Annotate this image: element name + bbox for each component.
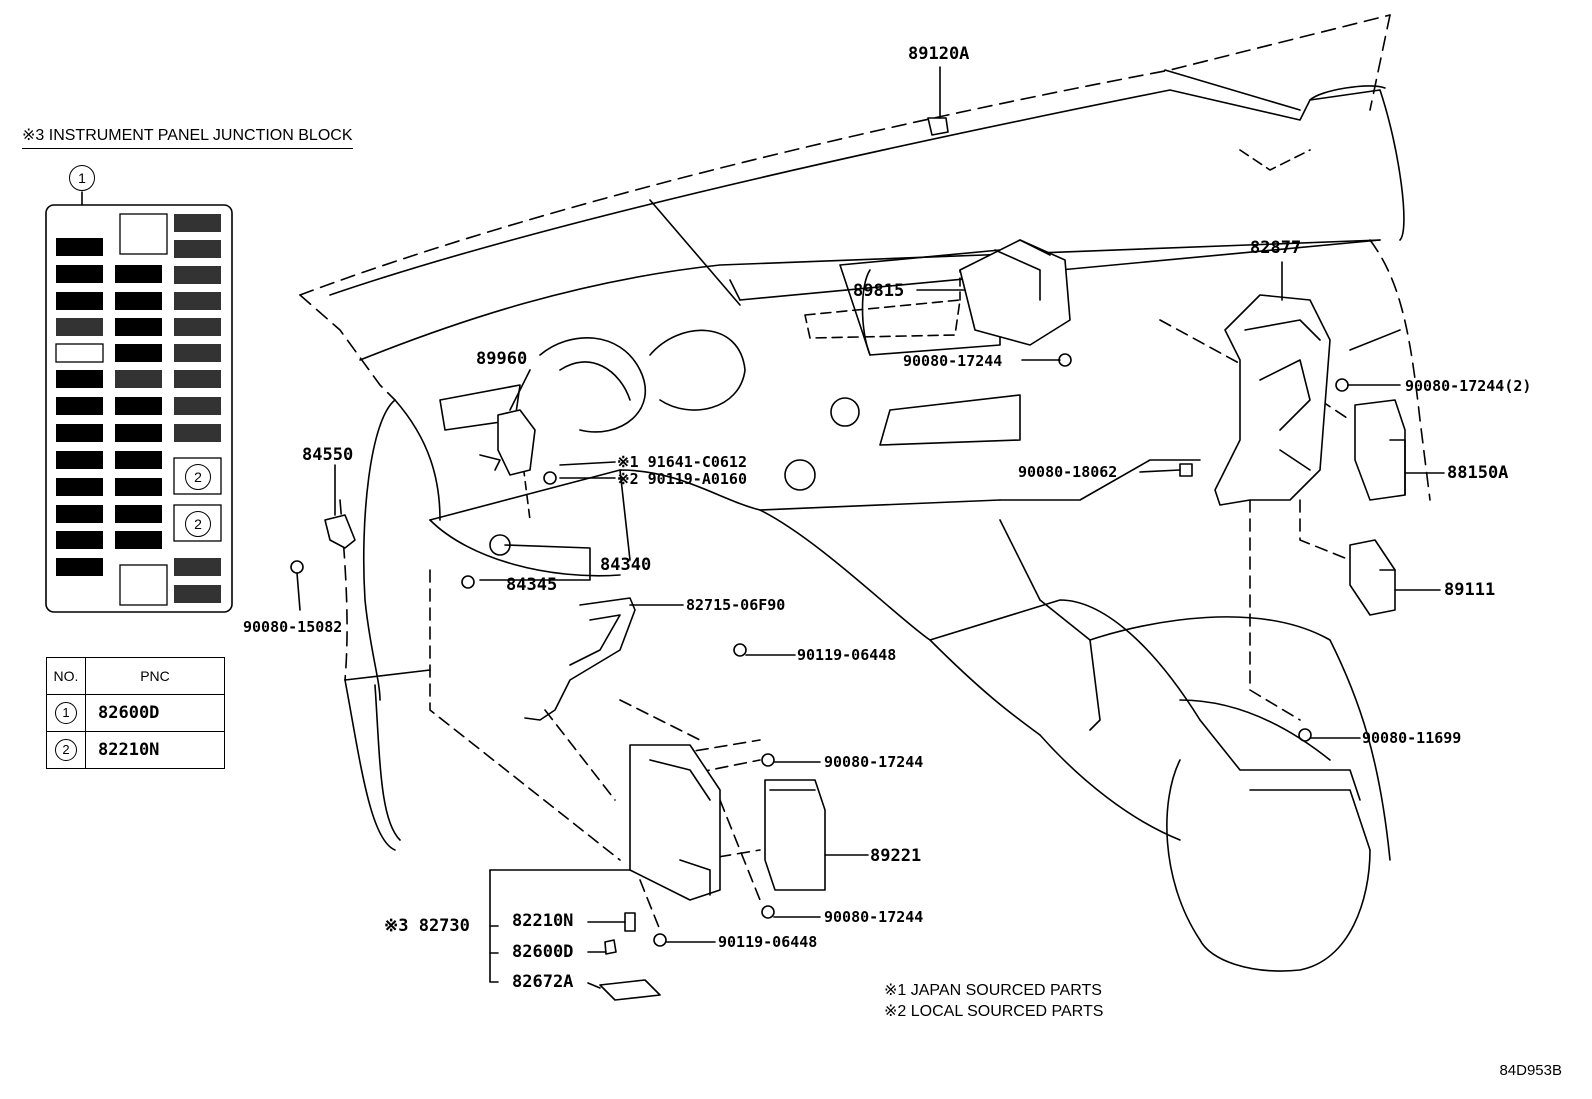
part-label-91641-c0612: ※1 91641-C0612 — [617, 453, 747, 471]
callout-2-b: 2 — [185, 511, 211, 537]
pnc-table: NO. PNC 1 82600D 2 82210N — [46, 657, 225, 769]
part-label-89960: 89960 — [476, 349, 528, 369]
part-label-84345: 84345 — [506, 575, 558, 595]
row-pnc: 82600D — [85, 694, 225, 732]
part-label-90080-11699: 90080-11699 — [1362, 729, 1462, 747]
part-label-82672a: 82672A — [512, 972, 574, 992]
table-row: 1 82600D — [46, 694, 225, 732]
center-display-outline — [839, 249, 1001, 356]
header-no: NO. — [46, 657, 86, 695]
part-label-89111: 89111 — [1444, 580, 1496, 600]
part-label-82600d: 82600D — [512, 942, 574, 962]
part-label-90080-17244-mid: 90080-17244 — [824, 753, 924, 771]
part-label-88150a: 88150A — [1447, 463, 1509, 483]
part-label-82877: 82877 — [1250, 238, 1302, 258]
table-row: 2 82210N — [46, 731, 225, 769]
part-label-84550: 84550 — [302, 445, 354, 465]
pnc-table-header: NO. PNC — [46, 657, 225, 695]
part-label-90080-17244-top: 90080-17244 — [903, 352, 1003, 370]
figure-code: 84D953B — [1499, 1062, 1562, 1079]
row-number: 1 — [55, 702, 77, 724]
part-label-89120a: 89120A — [908, 44, 970, 64]
row-number: 2 — [55, 739, 77, 761]
part-label-90119-06448-low: 90119-06448 — [718, 933, 818, 951]
dash-top-outline — [299, 14, 1391, 296]
part-label-90080-17244-2: 90080-17244(2) — [1405, 377, 1532, 395]
note-local-sourced: ※2 LOCAL SOURCED PARTS — [884, 1003, 1104, 1020]
junction-block-title: ※3 INSTRUMENT PANEL JUNCTION BLOCK — [22, 128, 353, 149]
row-pnc: 82210N — [85, 731, 225, 769]
part-label-82210n: 82210N — [512, 911, 574, 931]
header-pnc: PNC — [85, 657, 225, 695]
part-label-82730: ※3 82730 — [384, 916, 470, 936]
part-label-90080-18062: 90080-18062 — [1018, 463, 1118, 481]
part-label-90080-15082: 90080-15082 — [243, 618, 343, 636]
callout-2-a: 2 — [185, 464, 211, 490]
part-label-84340: 84340 — [600, 555, 652, 575]
part-label-90080-17244-low: 90080-17244 — [824, 908, 924, 926]
note-japan-sourced: ※1 JAPAN SOURCED PARTS — [884, 982, 1102, 999]
part-label-90119-a0160: ※2 90119-A0160 — [617, 470, 747, 488]
part-label-89221: 89221 — [870, 846, 922, 866]
callout-1: 1 — [69, 165, 95, 191]
fuse-panel — [45, 204, 233, 613]
part-label-90119-06448-top: 90119-06448 — [797, 646, 897, 664]
part-label-82715-06f90: 82715-06F90 — [686, 596, 786, 614]
part-label-89815: 89815 — [853, 281, 905, 301]
